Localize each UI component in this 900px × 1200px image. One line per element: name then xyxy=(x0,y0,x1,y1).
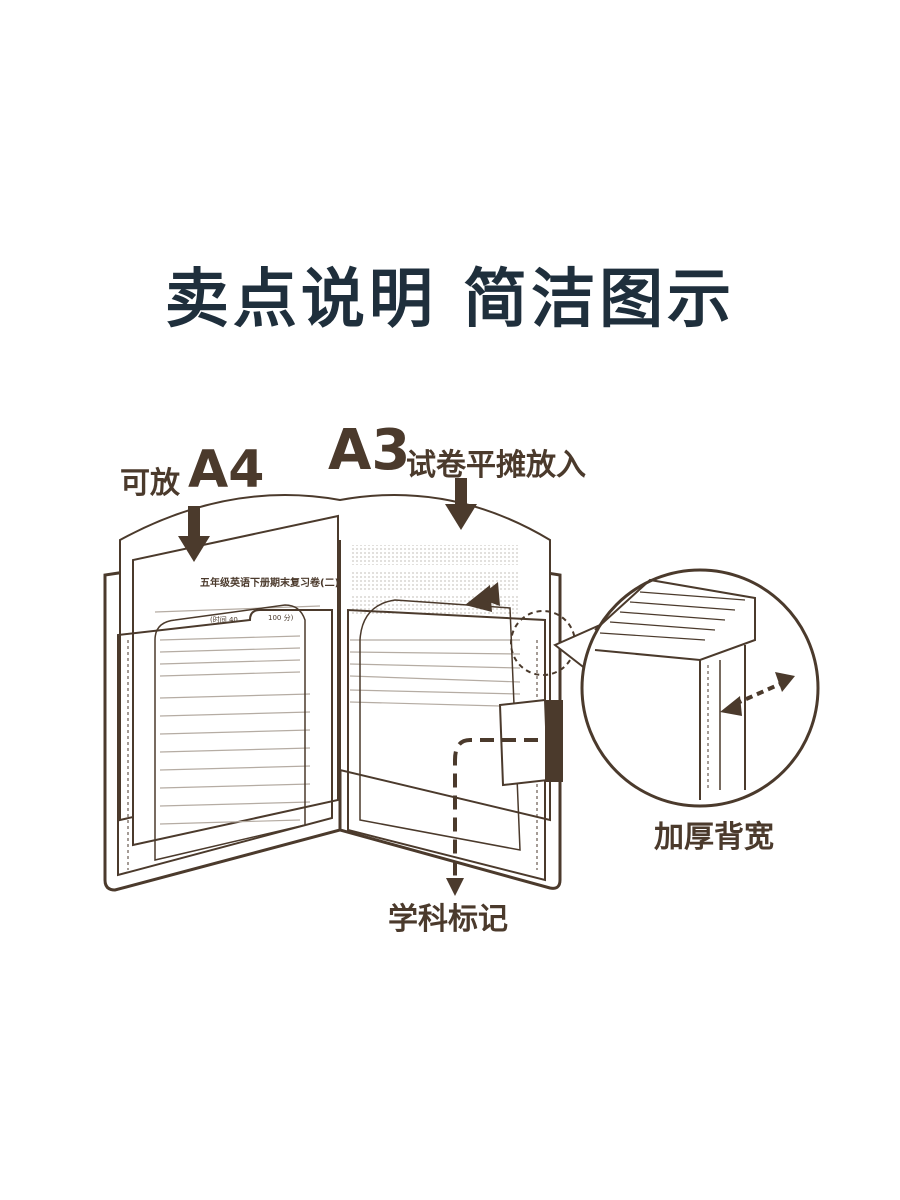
subject-tab xyxy=(498,698,550,787)
a4-prefix-label: 可放 xyxy=(120,466,180,501)
a4-arrow-icon xyxy=(178,506,210,562)
right-pocket xyxy=(347,608,546,882)
spine-zoom-detail xyxy=(594,578,756,800)
a4-paper-heading: 五年级英语下册期末复习卷(二) xyxy=(200,576,339,589)
flat-marker-icon xyxy=(465,582,500,612)
a3-suffix-label: 试卷平摊放入 xyxy=(406,448,586,483)
subject-tag-pointer xyxy=(453,738,538,880)
a3-arrow-icon xyxy=(445,478,477,530)
subject-tag-arrow-icon xyxy=(446,878,464,896)
a3-text-lines xyxy=(349,639,521,707)
a4-paper xyxy=(132,514,339,847)
a3-text-blocks xyxy=(350,545,520,615)
subject-tab-band xyxy=(545,700,563,782)
a4-paper-score: 100 分) xyxy=(268,613,294,622)
spine-label: 加厚背宽 xyxy=(654,820,774,855)
page-title: 卖点说明 简洁图示 xyxy=(164,263,736,337)
left-pocket xyxy=(117,609,333,877)
spine-width-arrow-icon xyxy=(720,672,795,716)
a4-text-lines xyxy=(154,605,321,825)
left-pocket-window xyxy=(154,604,306,861)
a4-paper-time: (时间 40 xyxy=(210,615,238,624)
a4-size-label: A4 xyxy=(188,440,265,500)
subject-tag-label: 学科标记 xyxy=(388,902,508,937)
a3-size-label: A3 xyxy=(328,418,411,483)
